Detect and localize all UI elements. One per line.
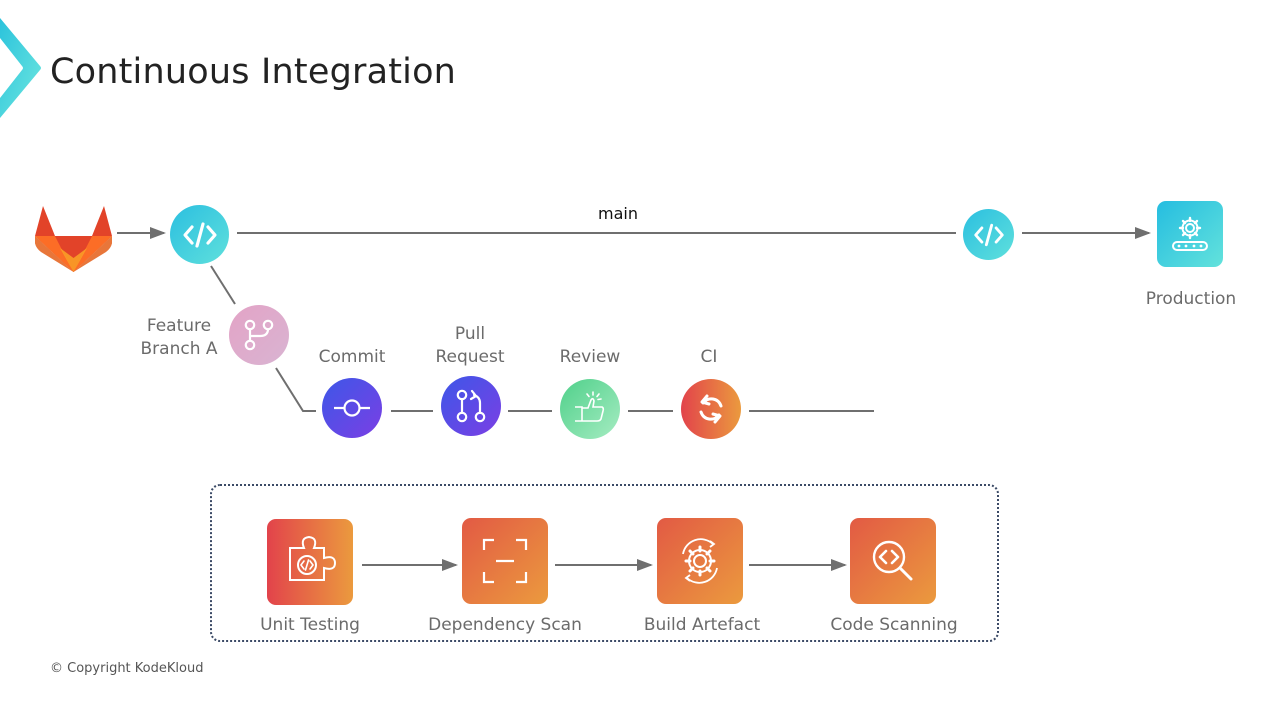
branch-to-commit-line — [275, 367, 316, 412]
feature-branch-label-line1: Feature — [146, 316, 212, 336]
dependency-scan-label: Dependency Scan — [428, 615, 582, 635]
build-artefact-label: Build Artefact — [643, 615, 761, 635]
commit-node[interactable] — [322, 378, 382, 438]
git-commit-icon — [334, 399, 370, 417]
review-node[interactable] — [560, 379, 620, 439]
main-commit-node-start[interactable] — [170, 205, 229, 264]
git-branch-icon — [244, 319, 274, 351]
feature-branch-label-line2: Branch A — [140, 339, 218, 359]
production-label: Production — [1145, 289, 1237, 309]
main-branch-label: main — [598, 204, 638, 223]
review-label: Review — [540, 346, 640, 369]
feature-branch-label: Feature Branch A — [134, 315, 224, 361]
puzzle-code-icon — [289, 535, 337, 581]
commit-label-text: Commit — [318, 347, 386, 367]
gitlab-logo-icon[interactable] — [35, 200, 112, 274]
conveyor-gear-icon — [1172, 216, 1208, 251]
sync-icon — [699, 394, 723, 424]
page-title: Continuous Integration — [50, 52, 457, 92]
gear-cycle-icon — [682, 538, 718, 584]
code-icon — [973, 223, 1004, 246]
code-scanning-node[interactable] — [850, 518, 936, 604]
production-node[interactable] — [1157, 201, 1223, 267]
pull-request-icon — [456, 389, 486, 423]
ci-label: CI — [659, 346, 759, 369]
feature-branch-node[interactable] — [229, 305, 289, 365]
unit-testing-node[interactable] — [267, 519, 353, 605]
pull-request-label-line1: Pull — [454, 324, 486, 344]
scan-frame-icon — [482, 538, 528, 584]
ci-node[interactable] — [681, 379, 741, 439]
code-search-icon — [872, 540, 913, 581]
pull-request-label: Pull Request — [420, 323, 520, 369]
ci-label-text: CI — [700, 347, 718, 367]
ci-stages-container — [210, 484, 999, 642]
code-scanning-label: Code Scanning — [830, 615, 958, 635]
main-commit-node-end[interactable] — [963, 209, 1014, 260]
review-label-text: Review — [559, 347, 621, 367]
build-artefact-node[interactable] — [657, 518, 743, 604]
unit-testing-label: Unit Testing — [260, 615, 360, 635]
dependency-scan-node[interactable] — [462, 518, 548, 604]
brand-chevron-icon — [0, 18, 41, 118]
copyright-footer: © Copyright KodeKloud — [50, 661, 204, 676]
pull-request-label-line2: Request — [435, 347, 505, 367]
branch-off-line — [210, 265, 236, 305]
pull-request-node[interactable] — [441, 376, 501, 436]
thumbs-up-icon — [575, 391, 605, 422]
commit-label: Commit — [302, 346, 402, 369]
code-icon — [182, 221, 217, 248]
